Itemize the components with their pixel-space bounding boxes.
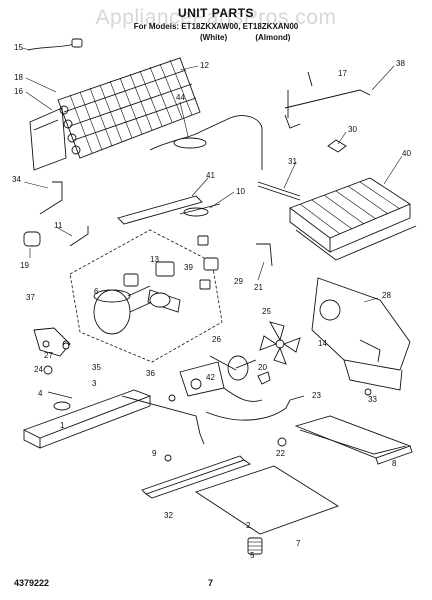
callout: 44 <box>176 93 185 102</box>
drier-tube-icon <box>149 115 263 170</box>
connector-icon <box>197 235 219 290</box>
fan-motor-icon <box>209 355 257 381</box>
callout: 26 <box>212 335 221 344</box>
callout: 29 <box>234 277 243 286</box>
callout: 17 <box>338 69 347 78</box>
callout: 23 <box>312 391 321 400</box>
fan-bracket-icon <box>311 277 411 391</box>
motor-bracket-icon <box>179 361 271 402</box>
callout: 7 <box>296 539 301 548</box>
callout: 21 <box>254 283 263 292</box>
condenser-coil-icon <box>29 57 201 171</box>
callout: 41 <box>206 171 215 180</box>
callout: 37 <box>26 293 35 302</box>
callout: 5 <box>250 551 255 560</box>
fan-blade-icon <box>259 321 301 365</box>
callout: 11 <box>54 221 63 230</box>
callout: 20 <box>258 363 267 372</box>
callout: 38 <box>396 59 405 68</box>
callout-labels: 15 18 16 34 19 21 12 44 38 30 40 31 10 4… <box>12 43 411 560</box>
watermark: AppliancePartsPros.com <box>95 6 337 29</box>
callout: 1 <box>60 421 65 430</box>
page-number: 7 <box>208 578 214 588</box>
callout: 25 <box>262 307 271 316</box>
callout: 3 <box>92 379 97 388</box>
callout: 40 <box>402 149 411 158</box>
callout: 30 <box>348 125 357 134</box>
callout: 35 <box>92 363 101 372</box>
callout: 12 <box>200 61 209 70</box>
leader-lines <box>21 47 403 303</box>
suction-tube-icon <box>284 71 371 153</box>
compressor-group-outline <box>69 229 223 363</box>
drain-tube-icon <box>256 243 273 267</box>
callout: 31 <box>288 157 297 166</box>
callout: 13 <box>150 255 159 264</box>
spring-icon <box>247 537 263 555</box>
tube-assembly-icon <box>117 195 221 225</box>
tube-section-icon <box>39 181 63 215</box>
callout: 18 <box>14 73 23 82</box>
callout: 15 <box>14 43 23 52</box>
evaporator-coil-icon <box>289 177 417 261</box>
wire-harness-icon <box>27 38 83 51</box>
page-title: UNIT PARTS <box>177 6 255 20</box>
callout: 42 <box>206 373 215 382</box>
screw-icon <box>43 342 372 462</box>
callout: 27 <box>44 351 53 360</box>
color-variants: (White) (Almond) <box>200 33 290 42</box>
callout: 6 <box>94 287 99 296</box>
condensate-tube-icon <box>205 395 305 421</box>
base-rail-icon <box>22 389 205 449</box>
callout: 2 <box>246 521 251 530</box>
callout: 39 <box>184 263 193 272</box>
callout: 33 <box>368 395 377 404</box>
callout: 24 <box>34 365 43 374</box>
bolt-icon <box>47 391 73 411</box>
callout: 34 <box>12 175 21 184</box>
callout: 22 <box>276 449 285 458</box>
relay-icon <box>123 261 181 313</box>
callout: 4 <box>38 389 43 398</box>
callout: 9 <box>152 449 157 458</box>
callout: 32 <box>164 511 173 520</box>
heater-rod-icon <box>257 181 301 201</box>
callout: 28 <box>382 291 391 300</box>
grommet-icon <box>23 226 89 247</box>
model-numbers: For Models: ET18ZKXAW00, ET18ZKXAN00 <box>133 22 299 31</box>
color-white-label: (White) <box>200 33 228 42</box>
drain-pan-icon <box>294 415 413 465</box>
callout: 8 <box>392 459 397 468</box>
callout: 36 <box>146 369 155 378</box>
part-number-code: 4379222 <box>14 578 50 588</box>
callout: 16 <box>14 87 23 96</box>
callout: 14 <box>318 339 327 348</box>
base-plate-icon <box>141 455 340 535</box>
color-almond-label: (Almond) <box>255 33 291 42</box>
compressor-icon <box>93 285 153 335</box>
callout: 19 <box>20 261 29 270</box>
callout: 10 <box>236 187 245 196</box>
